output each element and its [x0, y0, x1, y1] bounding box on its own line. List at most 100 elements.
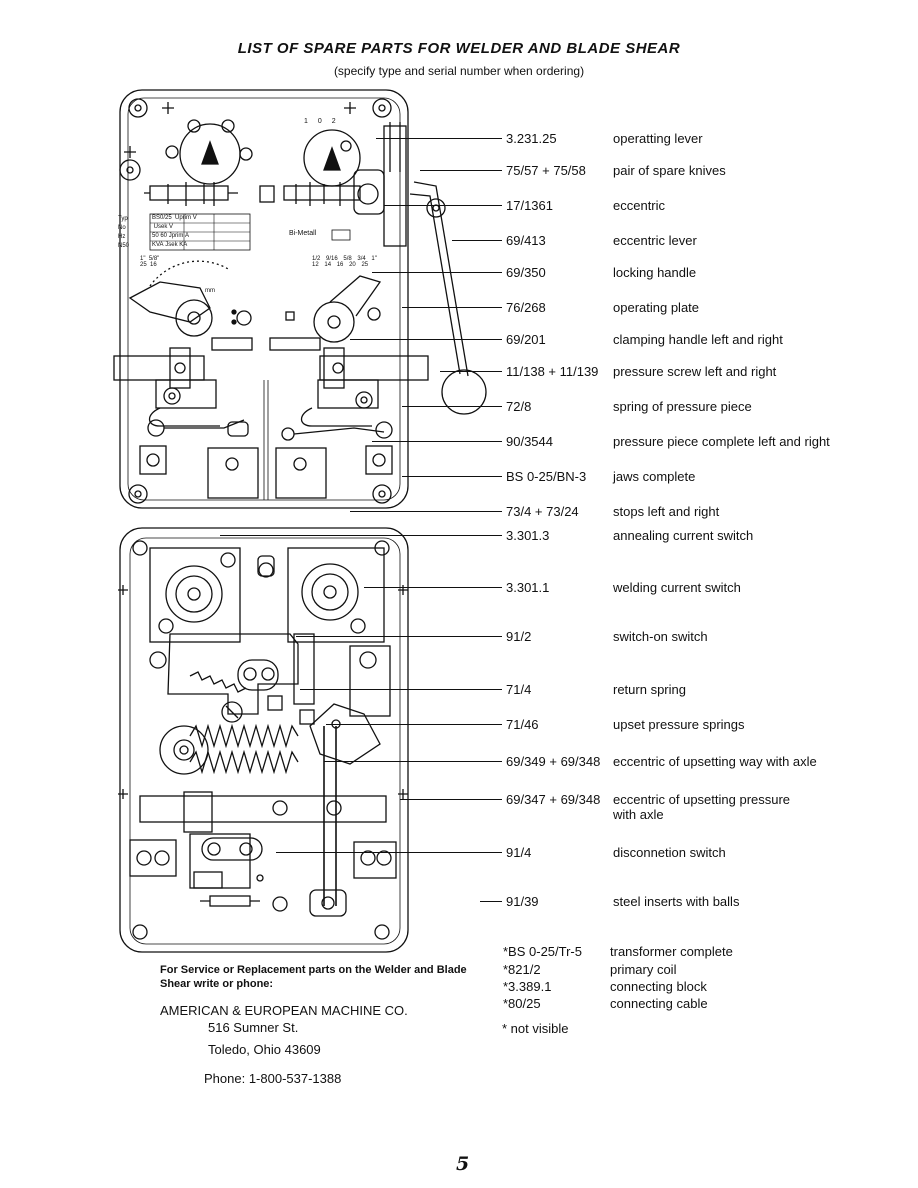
page-subtitle: (specify type and serial number when ord…: [333, 64, 585, 78]
leader-line: [480, 901, 502, 902]
part-number: 69/347 + 69/348: [506, 792, 601, 807]
scale-right: 1/2 9/16 5/8 3/4 1" 12 14 16 20 25: [312, 256, 377, 268]
not-visible-row: *3.389.1 connecting block: [500, 979, 900, 997]
leader-line: [420, 170, 502, 171]
leader-line: [402, 476, 502, 477]
part-number: 73/4 + 73/24: [506, 504, 579, 519]
part-description: steel inserts with balls: [613, 894, 740, 909]
clamping-bar-right: [319, 355, 429, 381]
part-number: 69/349 + 69/348: [506, 754, 601, 769]
part-number: 91/39: [506, 894, 539, 909]
part-description: annealing current switch: [613, 528, 754, 543]
page-number: 5: [456, 1153, 470, 1175]
svg-text:No: No: [118, 225, 126, 231]
lever-dial-labels: 1 0 2: [304, 118, 336, 125]
part-description: operatting lever: [613, 131, 703, 146]
leader-line: [402, 406, 502, 407]
leader-line: [220, 535, 502, 536]
lever-knob: [441, 369, 487, 415]
leader-line: [350, 511, 502, 512]
leader-line: [372, 272, 502, 273]
part-number: *80/25: [503, 996, 541, 1011]
part-number: *821/2: [503, 962, 541, 977]
corner-screw-icon: [119, 98, 392, 504]
bimetal-label: Bi-Metall: [289, 230, 317, 237]
parts-list-row: 91/4 disconnetion switch: [500, 845, 910, 863]
part-number: 3.301.1: [506, 580, 550, 595]
upset-spring-upper: [189, 723, 299, 749]
part-description: switch-on switch: [613, 629, 708, 644]
eccentric-right: [309, 703, 381, 765]
part-number: 90/3544: [506, 434, 553, 449]
part-number: 69/413: [506, 233, 546, 248]
leader-line: [402, 307, 502, 308]
part-description: jaws complete: [613, 469, 696, 484]
disconnection-switch: [201, 837, 263, 861]
part-number: *3.389.1: [503, 979, 552, 994]
part-number: 69/201: [506, 332, 546, 347]
part-number: 3.231.25: [506, 131, 557, 146]
welding-switch-housing: [287, 547, 385, 643]
annealing-switch-knob: [165, 565, 223, 623]
footnote: * not visible: [502, 1021, 569, 1036]
leader-line: [300, 689, 502, 690]
part-description: locking handle: [613, 265, 697, 280]
part-description: pressure piece complete left and right: [613, 434, 830, 449]
svg-text:Hz: Hz: [118, 234, 125, 240]
nameplate-values: BS0/25 Uprim V Usek V 50 60 Jprim A KVA …: [152, 215, 197, 248]
leader-line: [326, 724, 502, 725]
parts-list-row: 91/39 steel inserts with balls: [500, 894, 910, 912]
parts-list-row: 73/4 + 73/24 stops left and right: [500, 504, 910, 522]
leader-line: [276, 852, 502, 853]
part-number: 91/2: [506, 629, 532, 644]
part-description: pair of spare knives: [613, 163, 726, 178]
leader-line: [372, 441, 502, 442]
parts-list-row: 3.231.25 operatting lever: [500, 131, 910, 149]
not-visible-row: *821/2 primary coil: [500, 962, 900, 980]
part-description: connecting cable: [610, 996, 708, 1011]
lower-housing-outline: [119, 527, 409, 953]
return-spring: [189, 671, 247, 693]
part-description: operating plate: [613, 300, 700, 315]
part-description: primary coil: [610, 962, 677, 977]
part-description: disconnetion switch: [613, 845, 726, 860]
leader-line: [400, 799, 502, 800]
part-description: return spring: [613, 682, 686, 697]
leader-line: [452, 240, 502, 241]
part-description: eccentric: [613, 198, 666, 213]
page-title: LIST OF SPARE PARTS FOR WELDER AND BLADE…: [237, 40, 681, 57]
leader-line: [376, 138, 502, 139]
company-name: AMERICAN & EUROPEAN MACHINE CO.: [160, 1003, 408, 1018]
leader-line: [296, 636, 502, 637]
left-clamp: [128, 281, 211, 323]
svg-text:Typ: Typ: [118, 216, 128, 222]
service-note: For Service or Replacement parts on the …: [160, 964, 467, 990]
part-number: 11/138 + 11/139: [506, 364, 599, 379]
eccentric-left: [159, 725, 209, 775]
part-number: 72/8: [506, 399, 532, 414]
parts-list-row: 91/2 switch-on switch: [500, 629, 910, 647]
part-description: upset pressure springs: [613, 717, 745, 732]
leader-line: [350, 339, 502, 340]
part-description-cont: with axle: [613, 807, 664, 822]
part-description: connecting block: [610, 979, 707, 994]
part-description: eccentric lever: [613, 233, 697, 248]
leader-line: [384, 205, 502, 206]
part-number: *BS 0-25/Tr-5: [503, 944, 582, 959]
part-description: stops left and right: [613, 504, 720, 519]
part-number: 91/4: [506, 845, 532, 860]
